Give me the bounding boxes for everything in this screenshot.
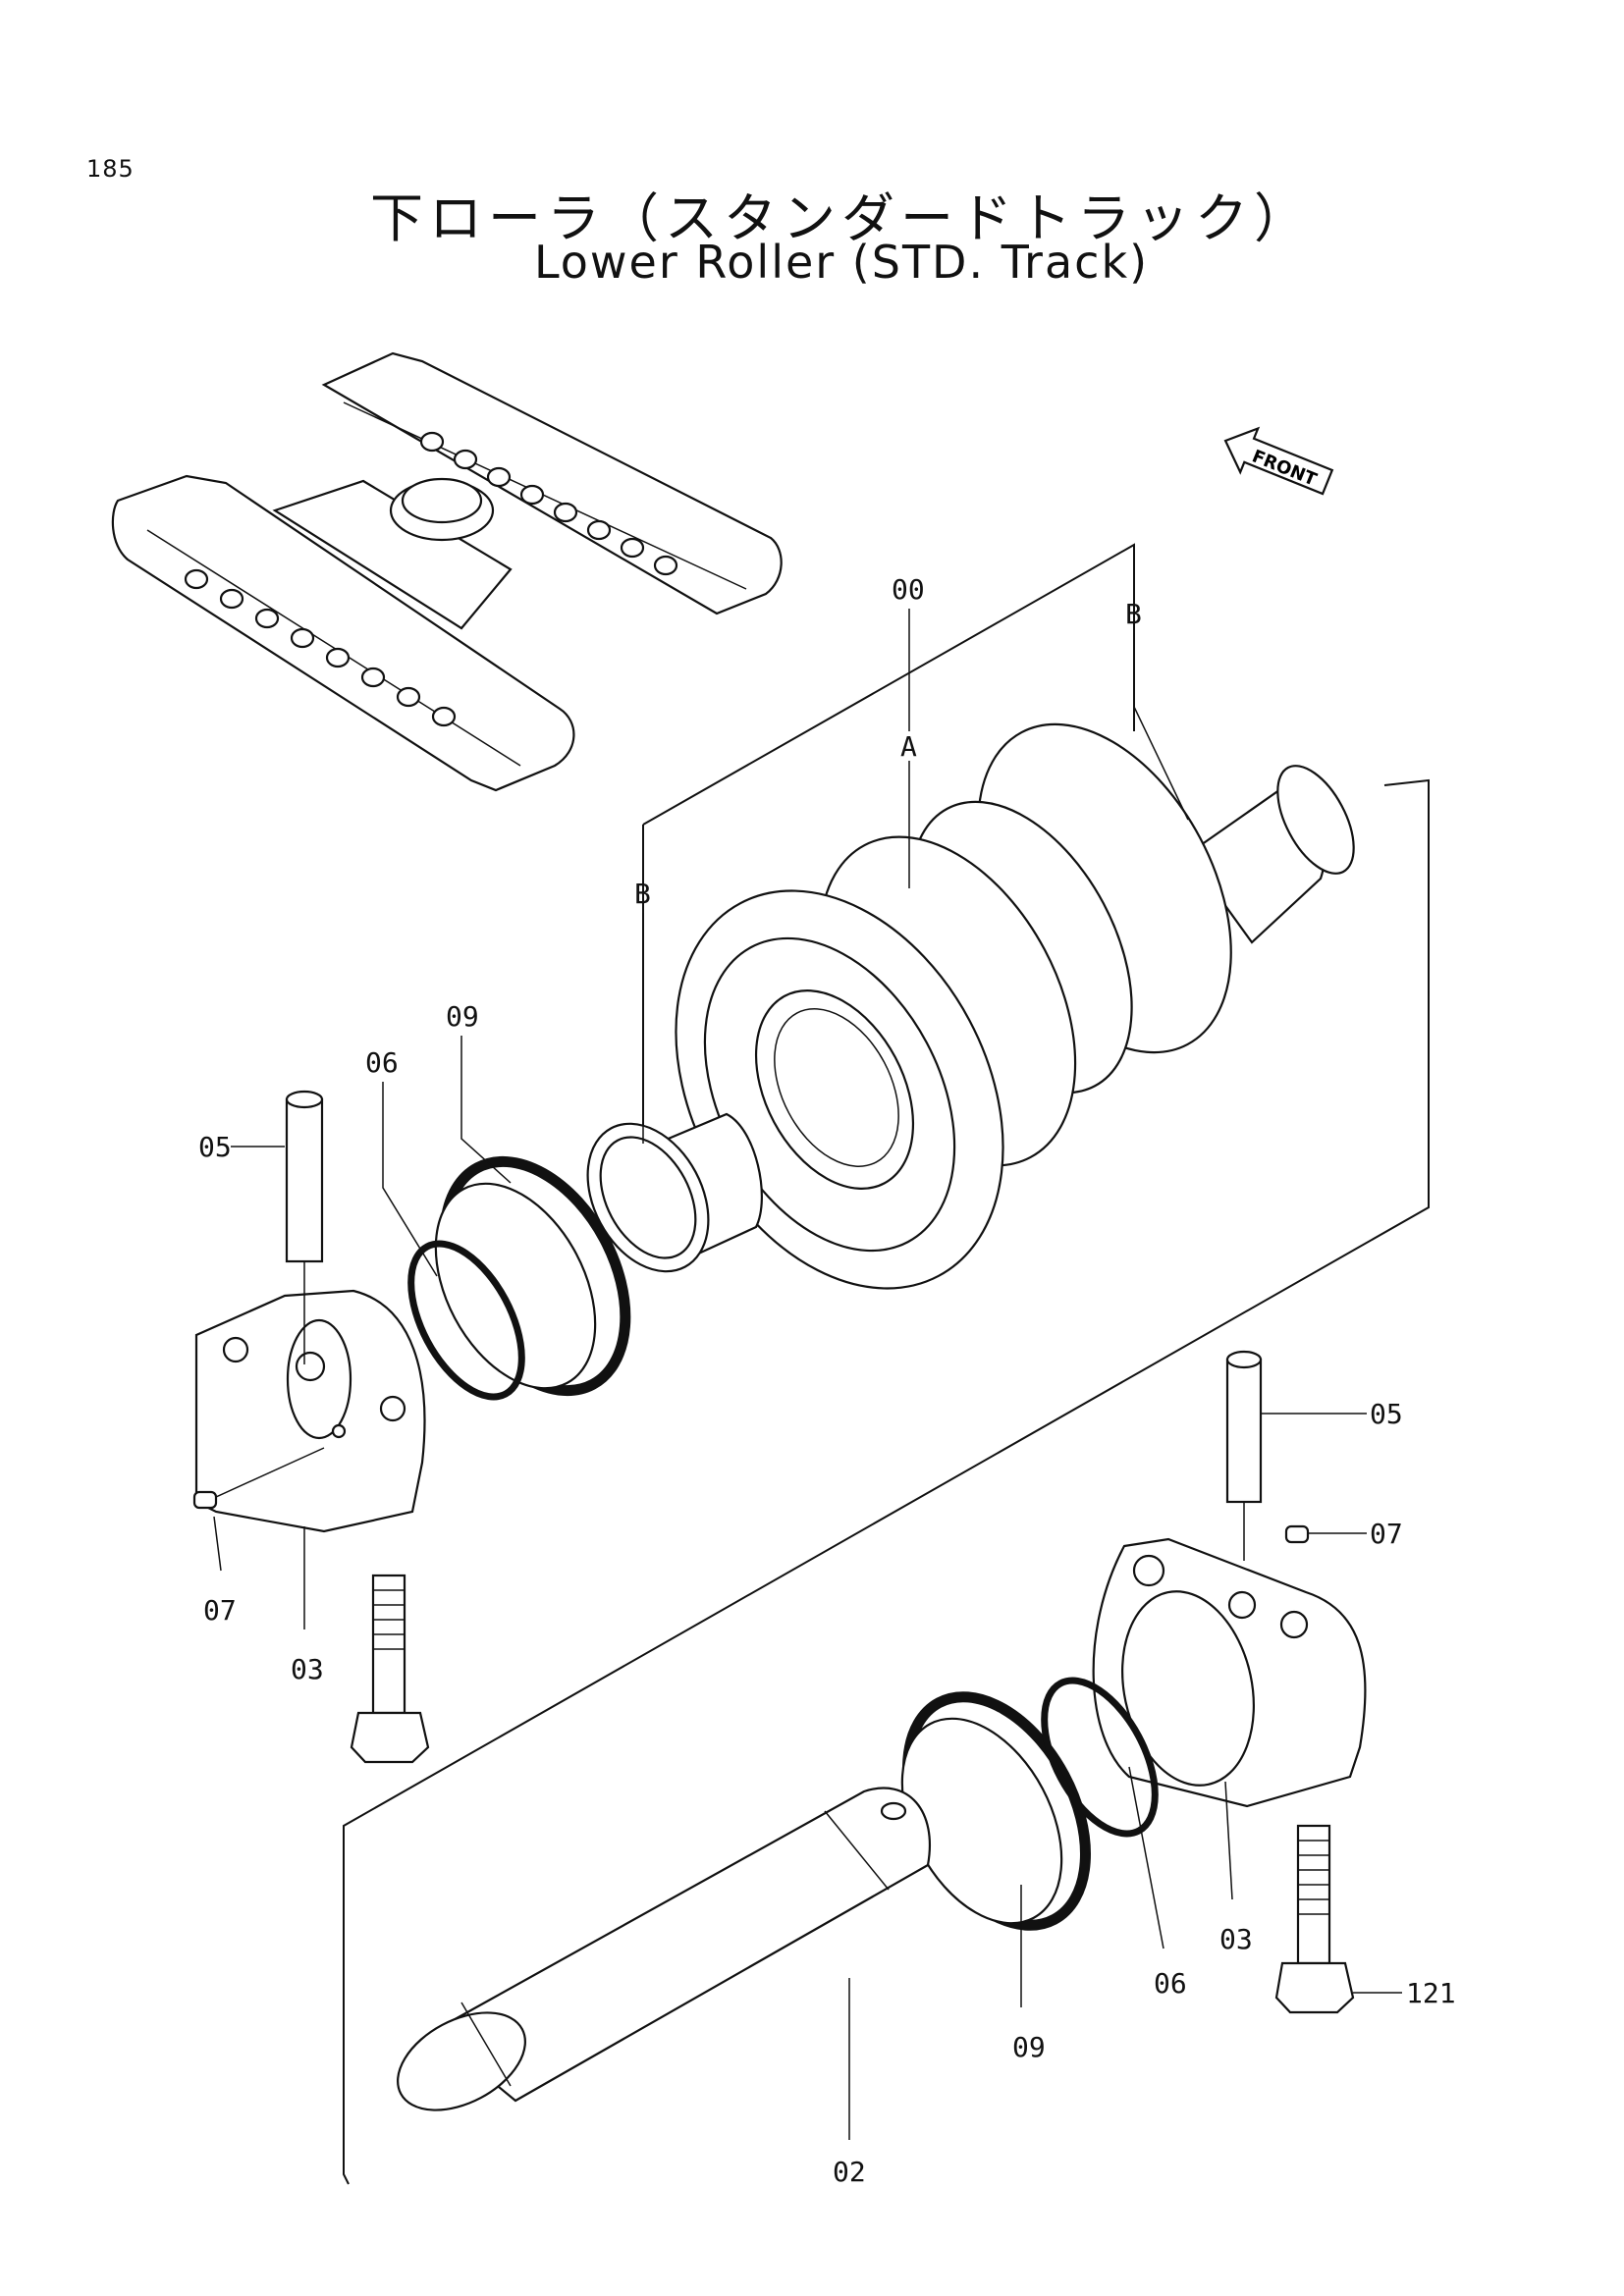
roller-bolt-icon bbox=[620, 537, 645, 559]
roller-bolt-icon bbox=[586, 519, 612, 541]
o-ring-upper bbox=[407, 1240, 525, 1401]
page-title-japanese: 下ローラ（スタンダードトラック） bbox=[370, 187, 1313, 249]
end-collar-left bbox=[194, 1289, 426, 1533]
roller-bolt-icon bbox=[419, 431, 445, 453]
callout-03-right: 03 bbox=[1219, 1923, 1253, 1955]
roller-bolt-icon bbox=[519, 484, 545, 506]
track-frame-thumbnail bbox=[111, 351, 783, 792]
front-direction-arrow: FRONT bbox=[1223, 426, 1334, 496]
roller-bolt-icon bbox=[453, 449, 478, 470]
callout-06-right: 06 bbox=[1154, 1967, 1187, 2000]
callout-09-top: 09 bbox=[446, 1000, 479, 1033]
leader-lines bbox=[213, 609, 1402, 2140]
callout-05-right: 05 bbox=[1370, 1398, 1403, 1430]
callout-07-right: 07 bbox=[1370, 1518, 1403, 1550]
roller-bolts bbox=[184, 431, 678, 727]
page-title-english: Lower Roller (STD. Track) bbox=[533, 236, 1150, 289]
callout-07-left: 07 bbox=[203, 1594, 237, 1627]
o-ring-lower bbox=[1041, 1677, 1159, 1838]
roller-bolt-icon bbox=[653, 555, 678, 576]
roller-bolt-icon bbox=[553, 502, 578, 523]
roller-bolt-icon bbox=[219, 588, 244, 610]
bolt-121 bbox=[1274, 1824, 1355, 2014]
plug-lower bbox=[1284, 1524, 1310, 1544]
roller-bolt-icon bbox=[254, 608, 280, 629]
bolt-upper bbox=[350, 1574, 430, 1764]
roller-body bbox=[586, 722, 1355, 1290]
callout-02: 02 bbox=[833, 2156, 866, 2188]
roller-bolt-icon bbox=[431, 706, 457, 727]
roller-bolt-icon bbox=[360, 667, 386, 688]
roller-shaft bbox=[397, 1787, 931, 2111]
plug-upper bbox=[192, 1490, 218, 1510]
roller-bolt-icon bbox=[325, 647, 351, 668]
floating-seal-upper bbox=[434, 1155, 631, 1397]
roller-bolt-icon bbox=[486, 466, 512, 488]
callout-a: A bbox=[900, 730, 917, 763]
callout-03-left: 03 bbox=[291, 1653, 324, 1685]
end-collar-right bbox=[1092, 1537, 1367, 1808]
roller-bolt-icon bbox=[184, 568, 209, 590]
callout-09-bottom: 09 bbox=[1012, 2031, 1046, 2063]
callout-00: 00 bbox=[892, 573, 925, 606]
pin-upper bbox=[285, 1090, 324, 1263]
roller-bolt-icon bbox=[290, 627, 315, 649]
callout-121: 121 bbox=[1406, 1977, 1456, 2009]
callout-b-left: B bbox=[634, 878, 651, 910]
callout-05-left: 05 bbox=[198, 1131, 232, 1163]
callout-06-top: 06 bbox=[365, 1046, 399, 1079]
roller-bolt-icon bbox=[396, 686, 421, 708]
callout-b-right: B bbox=[1125, 598, 1142, 630]
pin-lower bbox=[1225, 1350, 1263, 1504]
page-number: 185 bbox=[86, 155, 135, 183]
